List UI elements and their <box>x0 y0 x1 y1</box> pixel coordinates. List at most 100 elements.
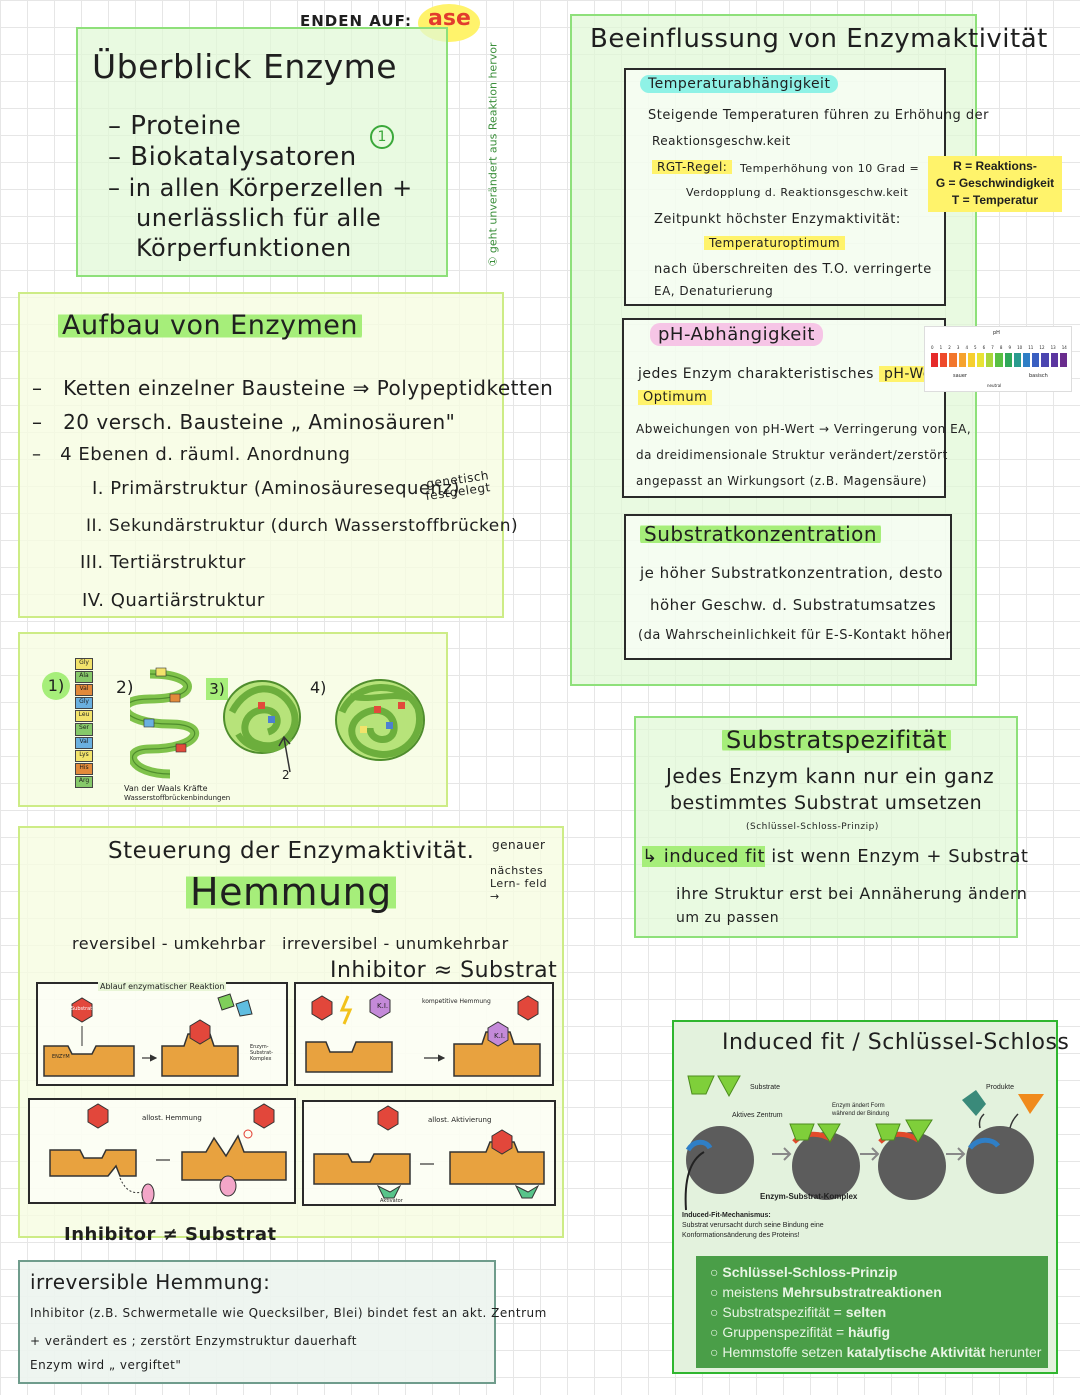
specificity-principle: (Schlüssel-Schloss-Prinzip) <box>746 822 879 832</box>
substrat-label: Substrat <box>71 1006 93 1012</box>
temperature-line: Reaktionsgeschw.keit <box>652 134 791 148</box>
regulation-title: Steuerung der Enzymaktivität. <box>108 838 475 864</box>
specificity-line: Jedes Enzym kann nur ein ganz <box>666 764 995 788</box>
panel-label: kompetitive Hemmung <box>422 998 491 1005</box>
mechanism-line: Konformationsänderung des Proteins! <box>682 1232 800 1239</box>
ph-tick: 1 <box>939 345 943 350</box>
tertiary-fold-icon <box>223 680 301 754</box>
specificity-title: Substratspezifität <box>722 726 951 754</box>
overview-side-note: ① geht unverändert aus Reaktion hervor <box>486 42 500 267</box>
inhibitor-not-equal: Inhibitor ≠ Substrat <box>64 1224 277 1245</box>
activator-label: Aktivator <box>380 1198 403 1204</box>
induced-fit-line: um zu passen <box>676 910 780 926</box>
arrow-icon <box>278 735 291 773</box>
complex-label: Enzym-Substrat-Komplex <box>760 1192 858 1201</box>
temperature-line: EA, Denaturierung <box>654 284 774 298</box>
enzyme-change-label: Enzym ändert Form während der Bindung <box>832 1102 889 1118</box>
rgt-legend-g: G = Geschwindigkeit <box>935 176 1055 190</box>
induced-fit-box: Induced fit / Schlüssel-Schloss Substrat… <box>672 1020 1069 1374</box>
ph-scale-label: pH <box>993 330 1000 336</box>
ph-line: Abweichungen von pH-Wert → Verringerung … <box>636 422 972 436</box>
structure-box: Aufbau von Enzymen – Ketten einzelner Ba… <box>18 292 553 618</box>
products-label: Produkte <box>986 1084 1015 1091</box>
list-item: ○ Substratspezifität = selten <box>710 1304 887 1320</box>
amino-acid: Gly <box>75 697 93 710</box>
ph-tick: 4 <box>965 345 968 350</box>
temperature-line: Zeitpunkt höchster Enzymaktivität: <box>654 212 901 227</box>
panel-allosteric-inhibition: allost. Hemmung <box>28 1098 296 1204</box>
induced-fit-diagram <box>684 1075 1044 1211</box>
overview-item: – Proteine <box>108 111 242 141</box>
ki-label: K.I. <box>377 1002 389 1010</box>
irreversible-line: Enzym wird „ vergiftet" <box>30 1358 182 1372</box>
ki-label: K.I. <box>494 1032 506 1040</box>
allosteric-inhibition-diagram <box>49 1103 287 1204</box>
reaction-diagram <box>43 993 253 1077</box>
overview-box: Überblick Enzyme – Proteine – Biokatalys… <box>76 27 448 277</box>
genetic-note: genetisch festgelegt <box>424 468 492 504</box>
ph-tick: 2 <box>948 345 951 350</box>
ph-optimum: Optimum <box>638 390 713 405</box>
temperature-title: Temperaturabhängigkeit <box>640 75 839 93</box>
irreversible-line: + verändert es ; zerstört Enzymstruktur … <box>30 1334 358 1348</box>
overview-item: – in allen Körperzellen + <box>108 174 413 202</box>
overview-marker: 1 <box>370 125 394 149</box>
induced-fit-title: Induced fit / Schlüssel-Schloss <box>722 1030 1070 1055</box>
structure-level: IV. Quartiärstruktur <box>82 590 265 611</box>
structure-level: II. Sekundärstruktur (durch Wasserstoffb… <box>86 516 519 536</box>
structure-title: Aufbau von Enzymen <box>58 310 363 341</box>
temperature-optimum: Temperaturoptimum <box>704 236 846 250</box>
structure-level: I. Primärstruktur (Aminosäuresequenz) <box>92 478 460 499</box>
temperature-line: Temperhöhung von 10 Grad = <box>740 162 920 175</box>
enzyme-change-line: Enzym ändert Form <box>832 1103 885 1109</box>
irreversible-box: irreversible Hemmung: Inhibitor (z.B. Sc… <box>18 1260 546 1384</box>
structure-line: – 20 versch. Bausteine „ Aminosäuren" <box>32 410 456 434</box>
influence-box: Beeinflussung von Enzymaktivität Tempera… <box>570 14 1047 686</box>
irreversible-line: Inhibitor (z.B. Schwermetalle wie Quecks… <box>30 1306 547 1320</box>
ase-text: ase <box>428 6 471 31</box>
rgt-legend-r: R = Reaktions- <box>953 159 1037 173</box>
reversible-label: reversibel - umkehrbar <box>72 934 266 953</box>
side-note-lernfeld: nächstes Lern- feld → <box>490 864 548 903</box>
amino-acid: Lys <box>75 749 93 762</box>
inhibition-box: Steuerung der Enzymaktivität. Hemmung re… <box>18 826 564 1245</box>
panel-label: allost. Hemmung <box>142 1114 202 1122</box>
amino-acid: Arg <box>75 775 93 788</box>
label-1: 1) <box>42 672 70 700</box>
force-note-1: Van der Waals Kräfte <box>124 784 208 793</box>
substrate-section: Substratkonzentration je höher Substratk… <box>624 514 952 660</box>
ph-tick: 7 <box>991 345 994 350</box>
ph-tick: 5 <box>974 345 977 350</box>
ph-section: pH-Abhängigkeit jedes Enzym charakterist… <box>622 318 971 498</box>
primary-chain: Gly Ala Val Gly Leu Ser Val Lys His Arg <box>75 658 93 788</box>
ph-neutral-label: neutral <box>987 383 1002 388</box>
induced-fit-list: ○ Schlüssel-Schloss-Prinzip ○ meistens M… <box>696 1256 1048 1368</box>
structure-level: III. Tertiärstruktur <box>80 552 246 573</box>
ph-title: pH-Abhängigkeit <box>650 323 823 346</box>
quaternary-fold-icon <box>335 679 425 761</box>
substrate-line: je höher Substratkonzentration, desto <box>640 564 944 582</box>
overview-item: Körperfunktionen <box>136 234 352 262</box>
label-3: 3) <box>206 678 228 700</box>
amino-acid: His <box>75 762 93 775</box>
amino-acid: Leu <box>75 710 93 723</box>
rgt-legend-t: T = Temperatur <box>951 193 1039 207</box>
substrate-line: (da Wahrscheinlichkeit für E-S-Kontakt h… <box>638 628 952 643</box>
amino-acid: Val <box>75 736 93 749</box>
ends-with-label: ENDEN AUF: <box>300 12 413 30</box>
panel-label: Ablauf enzymatischer Reaktion <box>98 982 227 991</box>
structure-line: – 4 Ebenen d. räuml. Anordnung <box>32 444 351 465</box>
panel-allosteric-activation: allost. Aktivierung Aktivator <box>302 1100 556 1206</box>
ph-tick: 14 <box>1061 345 1067 350</box>
amino-acid: Val <box>75 684 93 697</box>
list-item: ○ Schlüssel-Schloss-Prinzip <box>710 1264 898 1280</box>
ph-tick: 8 <box>999 345 1003 350</box>
temperature-line: Verdopplung d. Reaktionsgeschw.keit <box>686 186 909 199</box>
panel-label: allost. Aktivierung <box>428 1116 492 1124</box>
enzyme-change-line: während der Bindung <box>832 1111 890 1117</box>
overview-item: unerlässlich für alle <box>136 204 382 232</box>
competitive-diagram <box>305 993 541 1077</box>
list-item: ○ meistens Mehrsubstratreaktionen <box>710 1284 942 1300</box>
ph-color-bar <box>931 353 1068 367</box>
irreversible-title: irreversible Hemmung: <box>30 1270 271 1294</box>
